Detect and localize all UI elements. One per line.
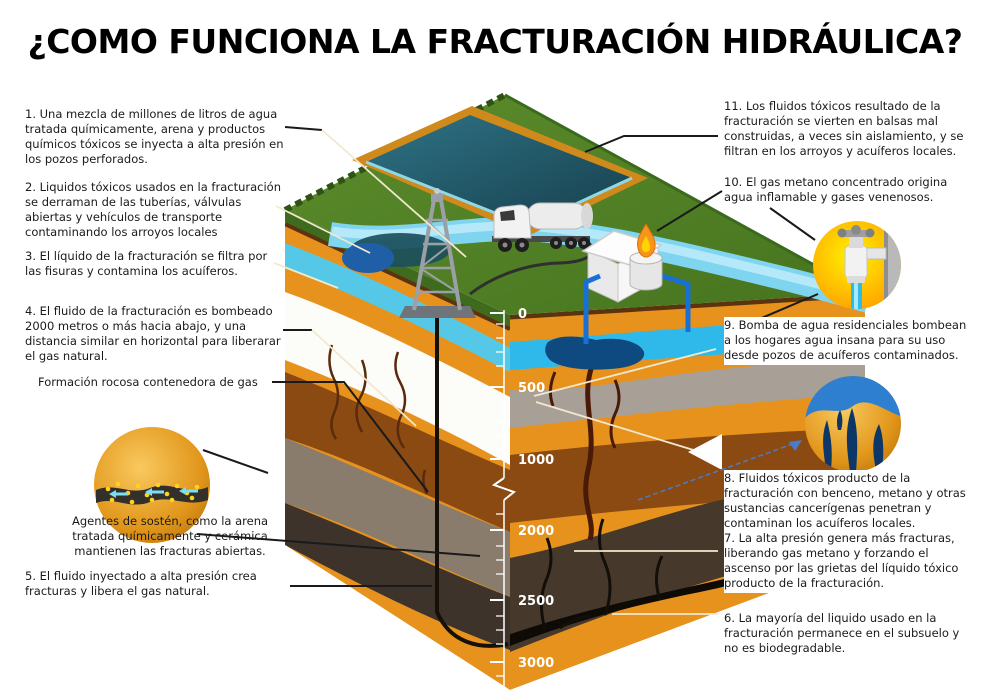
arrow-wedge (688, 434, 722, 470)
callout-11: 11. Los fluidos tóxicos resultado de la … (724, 98, 979, 161)
gas-cracks (540, 518, 664, 631)
gas-seam (510, 528, 865, 648)
aquifer-contamination-inset (805, 376, 901, 472)
well-pipe (435, 316, 509, 648)
callout-4: 4. El fluido de la fracturación es bombe… (25, 304, 281, 363)
gas-flare-icon (629, 223, 691, 332)
callout-3: 3. El líquido de la fracturación se filt… (25, 249, 268, 278)
depth-label-0: 0 (518, 307, 527, 322)
callout-5: 5. El fluido inyectado a alta presión cr… (25, 569, 257, 598)
house-water-pipe (583, 273, 601, 344)
depth-label-2000: 2000 (518, 524, 554, 539)
depth-label-3000: 3000 (518, 656, 554, 671)
callout-9: 9. Bomba de agua residenciales bombean a… (724, 317, 979, 365)
aquifer-water (805, 376, 901, 418)
toxic-tendrils (823, 408, 884, 472)
depth-label-2500: 2500 (518, 594, 554, 609)
callout-formation: Formación rocosa contenedora de gas (38, 375, 258, 389)
callout-8: 8. Fluidos tóxicos producto de la fractu… (724, 470, 977, 533)
depth-scale: 0 500 1000 2000 2500 3000 (490, 307, 554, 688)
proppant-detail-inset (94, 427, 210, 543)
scale-break (491, 477, 517, 501)
callout-1: 1. Una mezcla de millones de litros de a… (25, 107, 284, 166)
callout-7: 7. La alta presión genera más fracturas,… (724, 530, 979, 593)
callout-6: 6. La mayoría del liquido usado en la fr… (724, 610, 977, 658)
left-face-cracks (328, 344, 429, 495)
flow-arrows (109, 487, 198, 498)
faucet-inset (813, 221, 901, 309)
callout-lines-black (196, 126, 819, 587)
callout-10: 10. El gas metano concentrado origina ag… (724, 174, 967, 207)
callout-2: 2. Liquidos tóxicos usados en la fractur… (25, 180, 281, 239)
sand-grains (105, 481, 200, 505)
callout-proppant: Agentes de sostén, como la arena tratada… (71, 514, 269, 558)
toxic-fracture-cracks (548, 365, 621, 541)
derrick-icon (399, 188, 476, 318)
depth-label-500: 500 (518, 381, 545, 396)
tanker-truck-icon (469, 202, 594, 296)
depth-label-1000: 1000 (518, 453, 554, 468)
contamination-plume (545, 336, 645, 370)
callout-lines-cream (273, 129, 718, 615)
page-title: ¿COMO FUNCIONA LA FRACTURACIÓN HIDRÁULIC… (27, 22, 963, 61)
dashed-arrow-to-aquifer-ball (637, 440, 802, 501)
